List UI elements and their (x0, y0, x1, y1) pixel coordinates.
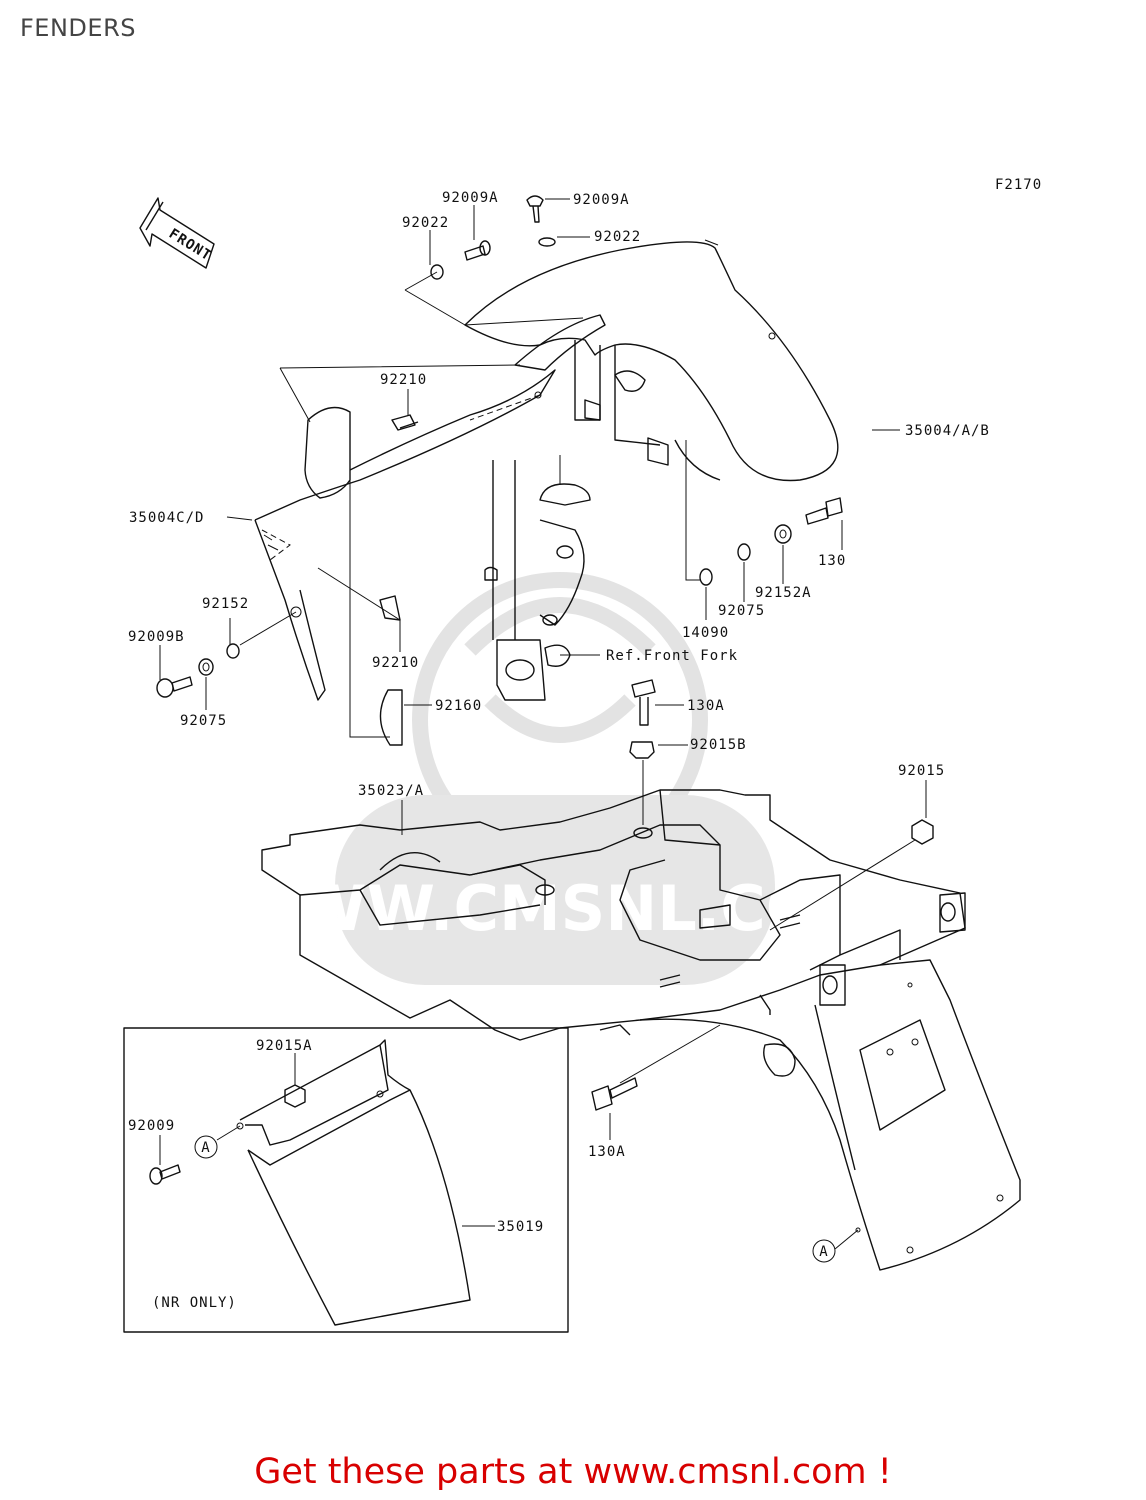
label-92009A-2: 92009A (573, 192, 630, 208)
label-130A-2: 130A (588, 1144, 626, 1160)
label-92009A-1: 92009A (442, 190, 499, 206)
callout-a-inset: A (201, 1140, 210, 1156)
label-14090: 14090 (682, 625, 729, 641)
label-92075-1: 92075 (718, 603, 765, 619)
front-fender-35004AB (464, 239, 839, 482)
nr-only-note: (NR ONLY) (152, 1295, 237, 1311)
watermark-logo: WWW.CMSNL.COM (230, 572, 880, 985)
front-arrow-icon: FRONT (139, 197, 215, 269)
front-fork-reference (484, 455, 591, 701)
label-92009: 92009 (128, 1118, 175, 1134)
label-130A-1: 130A (687, 698, 725, 714)
label-92152A: 92152A (755, 585, 812, 601)
diagram-code: F2170 (995, 177, 1042, 193)
label-92015B: 92015B (690, 737, 747, 753)
label-92210-2: 92210 (372, 655, 419, 671)
label-92075-2: 92075 (180, 713, 227, 729)
hardware-parts (149, 195, 934, 1185)
page-title: FENDERS (20, 14, 136, 42)
nr-only-inset: (NR ONLY) (123, 1027, 569, 1333)
rear-undertray-35023A (261, 789, 966, 1041)
label-92210-1: 92210 (380, 372, 427, 388)
label-ref-front-fork: Ref.Front Fork (606, 648, 738, 664)
part-labels: 92009A 92009A 92022 92022 92210 35004/A/… (128, 190, 990, 1235)
label-92015: 92015 (898, 763, 945, 779)
label-92022-2: 92022 (594, 229, 641, 245)
label-92009B: 92009B (128, 629, 185, 645)
watermark-text: WWW.CMSNL.COM (230, 872, 880, 945)
callout-a-markers: A A (194, 1135, 836, 1263)
label-92160: 92160 (435, 698, 482, 714)
label-130: 130 (818, 553, 846, 569)
label-92022-1: 92022 (402, 215, 449, 231)
front-inner-fender-35004CD (254, 369, 556, 701)
label-35023A: 35023/A (358, 783, 424, 799)
label-92152: 92152 (202, 596, 249, 612)
leader-lines (159, 198, 927, 1250)
rear-fender-flap (639, 959, 1021, 1271)
label-35004CD: 35004C/D (129, 510, 204, 526)
label-92015A: 92015A (256, 1038, 313, 1054)
footer-promo-text[interactable]: Get these parts at www.cmsnl.com ! (254, 1452, 892, 1492)
label-35004AB: 35004/A/B (905, 423, 990, 439)
callout-a-fender: A (819, 1244, 828, 1260)
label-35019: 35019 (497, 1219, 544, 1235)
